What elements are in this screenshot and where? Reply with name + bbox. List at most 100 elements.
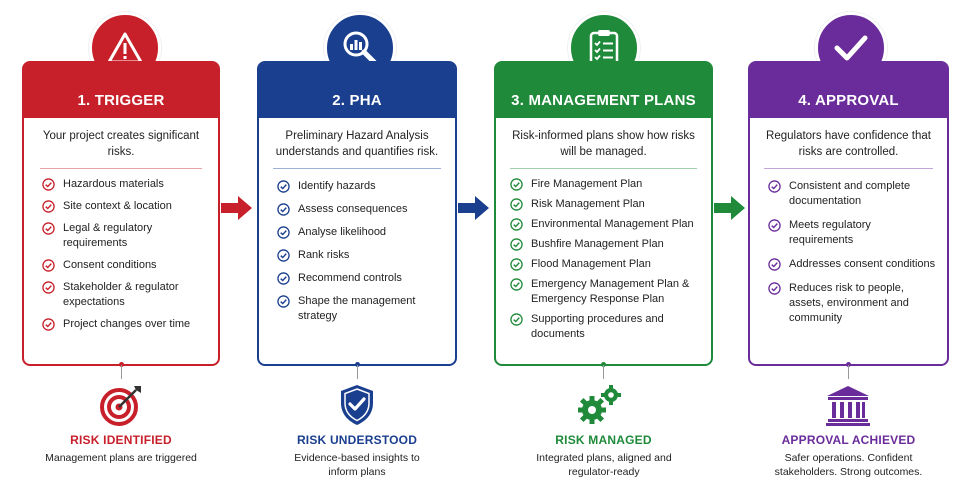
stage-intro: Regulators have confidence that risks ar…: [764, 128, 933, 169]
list-item-label: Addresses consent conditions: [789, 258, 936, 270]
check-circle-icon: [510, 258, 523, 271]
list-item: Rank risks: [277, 248, 445, 263]
connector-line: [603, 365, 604, 379]
list-item: Meets regulatory requirements: [768, 218, 937, 248]
check-circle-icon: [510, 278, 523, 291]
outcome-title: APPROVAL ACHIEVED: [781, 433, 916, 447]
list-item-label: Analyse likelihood: [298, 226, 387, 238]
check-circle-icon: [42, 281, 55, 294]
connector-dot: [119, 362, 124, 367]
check-circle-icon: [277, 272, 290, 285]
connector-line: [121, 365, 122, 379]
list-item: Environmental Management Plan: [510, 217, 701, 232]
list-item-label: Site context & location: [63, 200, 172, 212]
list-item: Consistent and complete documentation: [768, 179, 937, 209]
list-item: Shape the management strategy: [277, 294, 445, 324]
check-circle-icon: [42, 178, 55, 191]
list-item-label: Rank risks: [298, 249, 350, 261]
outcome-title: RISK UNDERSTOOD: [296, 433, 418, 447]
outcome-title: RISK IDENTIFIED: [70, 433, 172, 447]
list-item-label: Project changes over time: [63, 318, 191, 330]
list-item: Legal & regulatory requirements: [42, 221, 208, 251]
check-circle-icon: [510, 313, 523, 326]
check-circle-icon: [277, 295, 290, 308]
arrow-right-icon: [714, 196, 745, 220]
check-circle-icon: [42, 222, 55, 235]
outcome-subtitle: Integrated plans, aligned and regulator-…: [536, 452, 672, 478]
stage-card: 4. APPROVAL Regulators have confidence t…: [748, 61, 949, 366]
check-circle-icon: [510, 178, 523, 191]
list-item: Stakeholder & regulator expectations: [42, 280, 208, 310]
list-item-label: Identify hazards: [298, 180, 376, 192]
check-circle-icon: [768, 282, 781, 295]
shield-check-icon: [333, 382, 381, 428]
stage-card: 3. MANAGEMENT PLANS Risk-informed plans …: [494, 61, 713, 366]
stage-intro: Risk-informed plans show how risks will …: [510, 128, 697, 169]
stage-title: 2. PHA: [259, 63, 455, 118]
arrow-right-icon: [221, 196, 252, 220]
list-item: Analyse likelihood: [277, 225, 445, 240]
list-item-label: Assess consequences: [298, 203, 408, 215]
list-item-label: Environmental Management Plan: [531, 218, 694, 230]
check-circle-icon: [42, 259, 55, 272]
list-item-label: Legal & regulatory requirements: [63, 222, 153, 249]
list-item: Bushfire Management Plan: [510, 237, 701, 252]
list-item-label: Risk Management Plan: [531, 198, 645, 210]
list-item-label: Consistent and complete documentation: [789, 180, 911, 207]
list-item-label: Shape the management strategy: [298, 295, 416, 322]
list-item: Risk Management Plan: [510, 197, 701, 212]
stage-intro: Your project creates significant risks.: [40, 128, 202, 169]
list-item: Consent conditions: [42, 258, 208, 273]
check-circle-icon: [768, 180, 781, 193]
government-building-icon: [824, 382, 872, 428]
list-item-label: Reduces risk to people, assets, environm…: [789, 282, 909, 324]
connector-dot: [355, 362, 360, 367]
list-item-label: Consent conditions: [63, 259, 157, 271]
gears-icon: [575, 382, 623, 428]
list-item-label: Meets regulatory requirements: [789, 219, 871, 246]
list-item: Project changes over time: [42, 317, 208, 332]
check-circle-icon: [277, 249, 290, 262]
list-item: Hazardous materials: [42, 177, 208, 192]
check-circle-icon: [510, 198, 523, 211]
stage-item-list: Hazardous materials Site context & locat…: [24, 177, 218, 332]
check-circle-icon: [277, 226, 290, 239]
stage-title: 3. MANAGEMENT PLANS: [496, 63, 711, 118]
connector-line: [357, 365, 358, 379]
outcome-subtitle: Safer operations. Confident stakeholders…: [774, 452, 923, 478]
list-item-label: Flood Management Plan: [531, 258, 651, 270]
list-item: Fire Management Plan: [510, 177, 701, 192]
stage-item-list: Consistent and complete documentation Me…: [750, 179, 947, 326]
list-item: Emergency Management Plan & Emergency Re…: [510, 277, 701, 307]
check-circle-icon: [277, 180, 290, 193]
list-item-label: Bushfire Management Plan: [531, 238, 664, 250]
check-circle-icon: [768, 258, 781, 271]
arrow-right-icon: [458, 196, 489, 220]
list-item: Assess consequences: [277, 202, 445, 217]
connector-line: [848, 365, 849, 379]
stage-item-list: Fire Management Plan Risk Management Pla…: [496, 177, 711, 342]
list-item: Flood Management Plan: [510, 257, 701, 272]
stage-title: 4. APPROVAL: [750, 63, 947, 118]
list-item-label: Fire Management Plan: [531, 178, 643, 190]
check-circle-icon: [510, 218, 523, 231]
list-item-label: Hazardous materials: [63, 178, 164, 190]
check-circle-icon: [277, 203, 290, 216]
check-circle-icon: [42, 200, 55, 213]
list-item-label: Stakeholder & regulator expectations: [63, 281, 179, 308]
list-item: Identify hazards: [277, 179, 445, 194]
list-item-label: Recommend controls: [298, 272, 402, 284]
check-circle-icon: [768, 219, 781, 232]
check-circle-icon: [510, 238, 523, 251]
connector-dot: [846, 362, 851, 367]
stage-card: 2. PHA Preliminary Hazard Analysis under…: [257, 61, 457, 366]
outcome-title: RISK MANAGED: [555, 433, 652, 447]
list-item: Recommend controls: [277, 271, 445, 286]
stage-item-list: Identify hazards Assess consequences Ana…: [259, 179, 455, 324]
list-item: Reduces risk to people, assets, environm…: [768, 281, 937, 326]
list-item: Supporting procedures and documents: [510, 312, 701, 342]
list-item-label: Supporting procedures and documents: [531, 313, 664, 340]
outcome-subtitle: Management plans are triggered: [45, 452, 197, 464]
stage-title: 1. TRIGGER: [24, 63, 218, 118]
check-circle-icon: [42, 318, 55, 331]
